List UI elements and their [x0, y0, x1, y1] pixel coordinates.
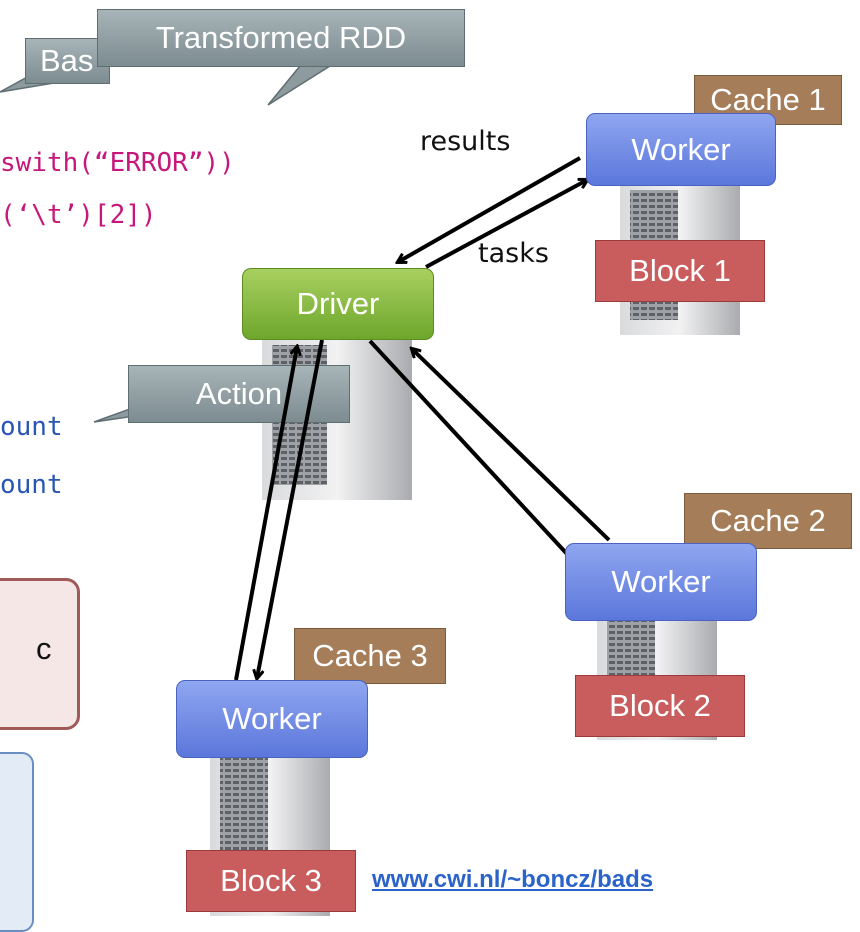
- code-line-split: (‘\t’)[2]): [0, 200, 157, 230]
- callout-transformed-rdd-label: Transformed RDD: [155, 20, 407, 55]
- edge-label-results: results: [420, 126, 511, 157]
- arrow-results: [398, 156, 581, 262]
- cache-3: Cache 3: [294, 628, 446, 684]
- worker-3: Worker: [176, 680, 368, 758]
- worker-1: Worker: [586, 113, 776, 186]
- callout-action-label: Action: [195, 376, 283, 411]
- code-line-count-2: ount: [0, 470, 63, 500]
- code-line-filter: swith(“ERROR”)): [0, 148, 235, 178]
- callout-transformed-rdd: Transformed RDD: [97, 9, 465, 67]
- worker-1-label: Worker: [631, 131, 731, 167]
- cache-1-label: Cache 1: [710, 82, 826, 117]
- driver-label: Driver: [296, 286, 380, 321]
- driver-node: Driver: [242, 268, 434, 340]
- cache-3-label: Cache 3: [312, 638, 428, 673]
- arrow-results-2: [412, 349, 611, 542]
- worker-2-label: Worker: [611, 564, 711, 599]
- block-2-label: Block 2: [609, 688, 711, 723]
- code-line-count-1: ount: [0, 412, 63, 442]
- arrow-results-3: [234, 347, 297, 681]
- block-3-label: Block 3: [220, 863, 322, 898]
- worker-2: Worker: [565, 543, 757, 621]
- side-panel-pink: c: [0, 578, 80, 730]
- block-3: Block 3: [186, 850, 356, 912]
- block-1-label: Block 1: [629, 253, 731, 288]
- cache-2: Cache 2: [684, 493, 852, 549]
- cache-2-label: Cache 2: [710, 503, 826, 538]
- side-panel-blue: [0, 752, 34, 932]
- block-2: Block 2: [575, 675, 745, 737]
- callout-base-rdd-label: Bas: [40, 43, 94, 78]
- arrow-tasks-1: [425, 180, 587, 269]
- callout-base-rdd: Bas: [25, 38, 110, 84]
- footer-link[interactable]: www.cwi.nl/~boncz/bads: [372, 866, 654, 893]
- arrow-tasks-3: [257, 339, 324, 678]
- worker-3-label: Worker: [222, 701, 322, 736]
- arrow-tasks-2: [368, 339, 580, 568]
- side-panel-text: c: [36, 631, 52, 666]
- block-1: Block 1: [595, 240, 765, 302]
- edge-label-tasks: tasks: [478, 238, 549, 269]
